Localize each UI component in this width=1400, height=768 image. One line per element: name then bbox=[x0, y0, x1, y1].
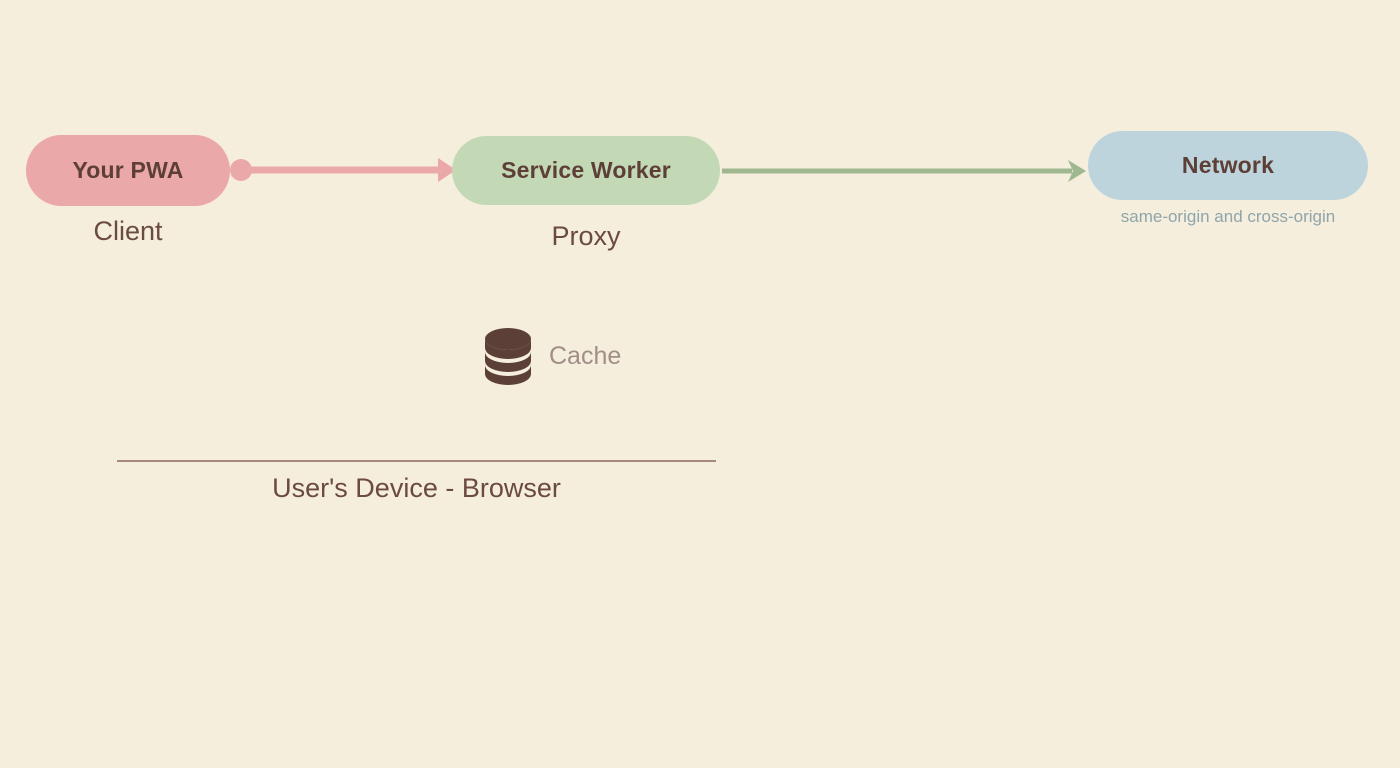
connector-sw-to-network bbox=[722, 160, 1086, 182]
node-service-worker[interactable]: Service Worker bbox=[452, 136, 720, 205]
device-boundary-line bbox=[117, 460, 716, 462]
node-service-worker-caption: Proxy bbox=[551, 221, 621, 251]
connector-start-dot-icon bbox=[230, 159, 252, 181]
node-network-label: Network bbox=[1181, 152, 1275, 178]
node-service-worker-label: Service Worker bbox=[501, 157, 671, 183]
node-your-pwa[interactable]: Your PWA bbox=[26, 135, 230, 206]
node-network-caption: same-origin and cross-origin bbox=[1120, 207, 1336, 226]
node-your-pwa-caption: Client bbox=[93, 216, 163, 246]
database-cylinder-icon bbox=[485, 328, 531, 385]
node-network[interactable]: Network bbox=[1088, 131, 1368, 200]
cache-label: Cache bbox=[549, 341, 622, 370]
cache-store[interactable]: Cache bbox=[483, 327, 621, 385]
arrowhead-icon bbox=[1068, 160, 1086, 182]
device-boundary-label: User's Device - Browser bbox=[272, 473, 561, 503]
connector-pwa-to-sw bbox=[230, 158, 456, 182]
node-your-pwa-label: Your PWA bbox=[72, 157, 184, 183]
